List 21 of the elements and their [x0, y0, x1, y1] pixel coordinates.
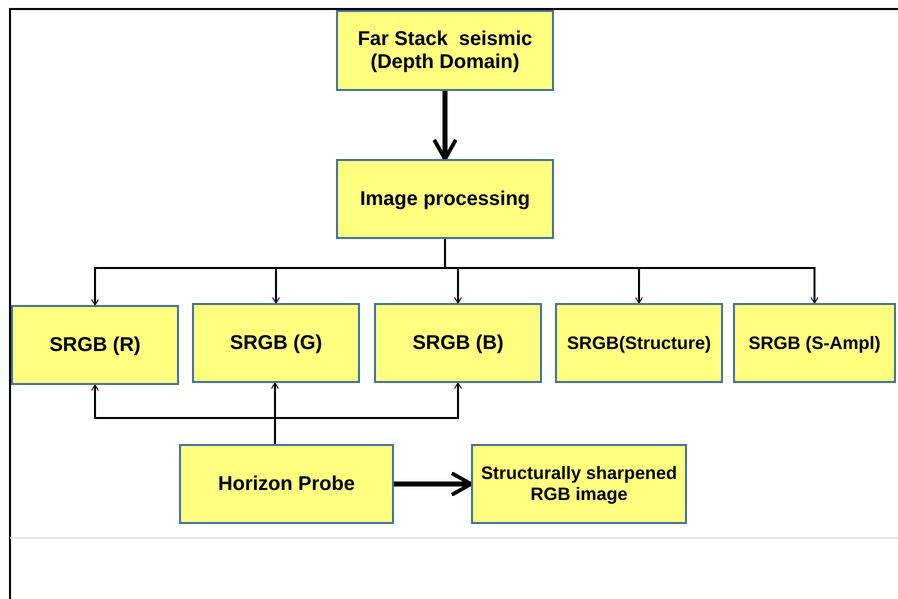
box-label: SRGB (R): [49, 334, 141, 356]
process-box: [555, 303, 723, 383]
box-label: SRGB (S-Ampl): [748, 332, 880, 354]
process-box: [374, 303, 542, 383]
box-label: Structurally sharpened RGB image: [480, 463, 678, 505]
process-box: [179, 444, 394, 524]
process-box: [336, 159, 554, 239]
box-label: Far Stack seismic (Depth Domain): [356, 28, 534, 74]
arrow: [432, 91, 458, 161]
box-label: SRGB(Structure): [566, 332, 711, 354]
box-label: Horizon Probe: [218, 472, 355, 496]
box-label: SRGB (B): [412, 332, 504, 354]
box-label: Image processing: [360, 188, 530, 210]
arrow: [394, 471, 473, 497]
arrow: [274, 382, 462, 444]
box-label: SRGB (G): [230, 332, 322, 354]
process-box: [336, 10, 554, 91]
process-box: [11, 305, 179, 385]
process-box: [471, 444, 687, 524]
process-box: [192, 303, 360, 383]
process-box: [733, 303, 896, 383]
